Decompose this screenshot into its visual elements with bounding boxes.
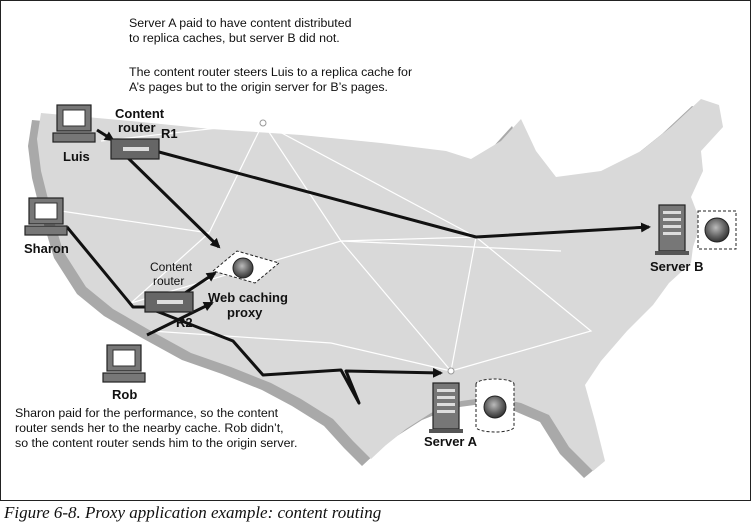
figure-frame: Luis Sharon Rob Content router R1 Conten… [0, 0, 751, 501]
bottom-note-line3: so the content router sends him to the o… [15, 436, 298, 450]
server-a-label: Server A [424, 434, 478, 449]
luis-computer-icon[interactable] [52, 104, 96, 143]
bottom-note-line1: Sharon paid for the performance, so the … [15, 406, 279, 420]
us-map [28, 99, 723, 478]
top-note-line1: Server A paid to have content distribute… [129, 16, 352, 30]
figure-caption: Figure 6-8. Proxy application example: c… [4, 503, 382, 522]
top-note-line2: to replica caches, but server B did not. [129, 31, 340, 45]
network-node [259, 119, 267, 127]
router-r1-label-line2: router [118, 120, 156, 135]
top-note-line3: The content router steers Luis to a repl… [129, 65, 413, 79]
route-r2-to-server-a [150, 307, 443, 405]
rob-label: Rob [112, 387, 137, 402]
sharon-computer-icon[interactable] [24, 197, 68, 236]
content-router-r1-icon[interactable] [110, 138, 160, 160]
luis-label: Luis [63, 149, 90, 164]
router-r2-label-line1: Content [150, 260, 193, 274]
server-a-icon[interactable] [429, 382, 463, 433]
content-routing-diagram: Luis Sharon Rob Content router R1 Conten… [24, 99, 737, 478]
top-note-line4: A’s pages but to the origin server for B… [129, 80, 388, 94]
server-b-icon[interactable] [655, 204, 689, 255]
router-r2-id: R2 [176, 315, 193, 330]
router-r1-id: R1 [161, 126, 178, 141]
router-r2-label-line2: router [153, 274, 184, 288]
proxy-label-line2: proxy [227, 305, 263, 320]
content-router-r2-icon[interactable] [144, 291, 194, 313]
network-node [447, 367, 455, 375]
sharon-label: Sharon [24, 241, 69, 256]
server-a-replica-cache-icon[interactable] [475, 378, 515, 433]
route-r1-to-proxy [125, 155, 221, 249]
us-map-fill [37, 99, 723, 471]
web-caching-proxy-icon[interactable] [211, 250, 281, 284]
server-b-cache-icon[interactable] [697, 210, 737, 250]
proxy-label-line1: Web caching [208, 290, 288, 305]
router-r1-label-line1: Content [115, 106, 165, 121]
route-luis-to-router-r1 [96, 128, 115, 142]
server-b-label: Server B [650, 259, 703, 274]
bottom-note-line2: router sends her to the nearby cache. Ro… [15, 421, 284, 435]
route-r1-to-server-b [158, 150, 651, 239]
route-sharon-to-r2 [65, 226, 145, 309]
rob-computer-icon[interactable] [102, 344, 146, 383]
